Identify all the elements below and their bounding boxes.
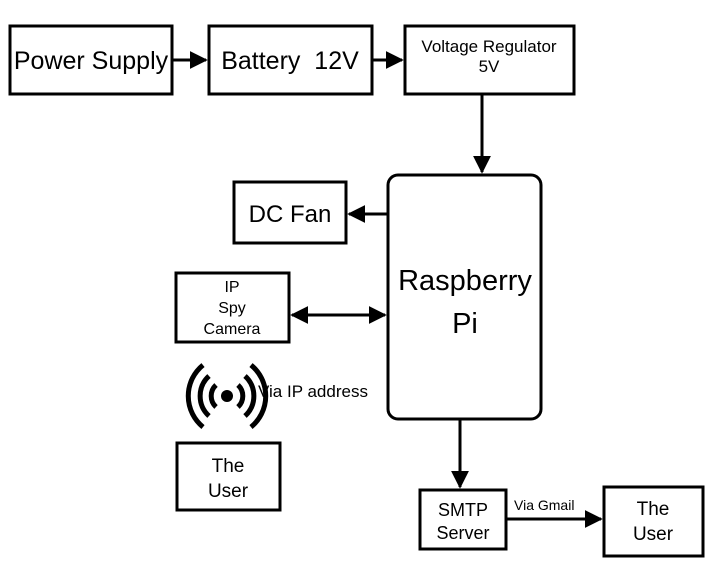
via-gmail-label: Via Gmail bbox=[514, 497, 574, 513]
dc-fan-block: DC Fan bbox=[232, 180, 348, 245]
user-right-label-the: The bbox=[637, 499, 670, 520]
smtp-server-block: SMTP Server bbox=[418, 488, 508, 551]
user-left-label-the: The bbox=[212, 456, 245, 477]
raspberry-pi-block: Raspberry Pi bbox=[386, 173, 543, 421]
battery-label: Battery 12V bbox=[221, 47, 359, 75]
wireless-signal-icon bbox=[185, 363, 269, 429]
camera-label-camera: Camera bbox=[204, 321, 261, 338]
smtp-label: SMTP bbox=[438, 500, 488, 520]
via-ip-address-label: Via IP address bbox=[258, 382, 368, 401]
camera-label-spy: Spy bbox=[218, 300, 246, 317]
ip-spy-camera-block: IP Spy Camera bbox=[174, 271, 291, 344]
voltage-regulator-block: Voltage Regulator 5V bbox=[403, 24, 576, 96]
raspberry-pi-label: Raspberry bbox=[398, 265, 532, 297]
raspberry-pi-label-pi: Pi bbox=[452, 308, 478, 340]
user-right-block: The User bbox=[602, 485, 705, 558]
dc-fan-label: DC Fan bbox=[249, 201, 332, 228]
voltage-regulator-value: 5V bbox=[479, 57, 500, 76]
user-left-label-user: User bbox=[208, 481, 249, 502]
user-right-label-user: User bbox=[633, 524, 674, 545]
power-supply-block: Power Supply bbox=[8, 24, 174, 96]
user-left-block: The User bbox=[175, 441, 282, 512]
power-supply-label: Power Supply bbox=[14, 47, 169, 75]
camera-label-ip: IP bbox=[224, 279, 239, 296]
voltage-regulator-label: Voltage Regulator bbox=[421, 37, 556, 56]
battery-block: Battery 12V bbox=[207, 24, 374, 96]
smtp-server-label: Server bbox=[436, 523, 489, 543]
